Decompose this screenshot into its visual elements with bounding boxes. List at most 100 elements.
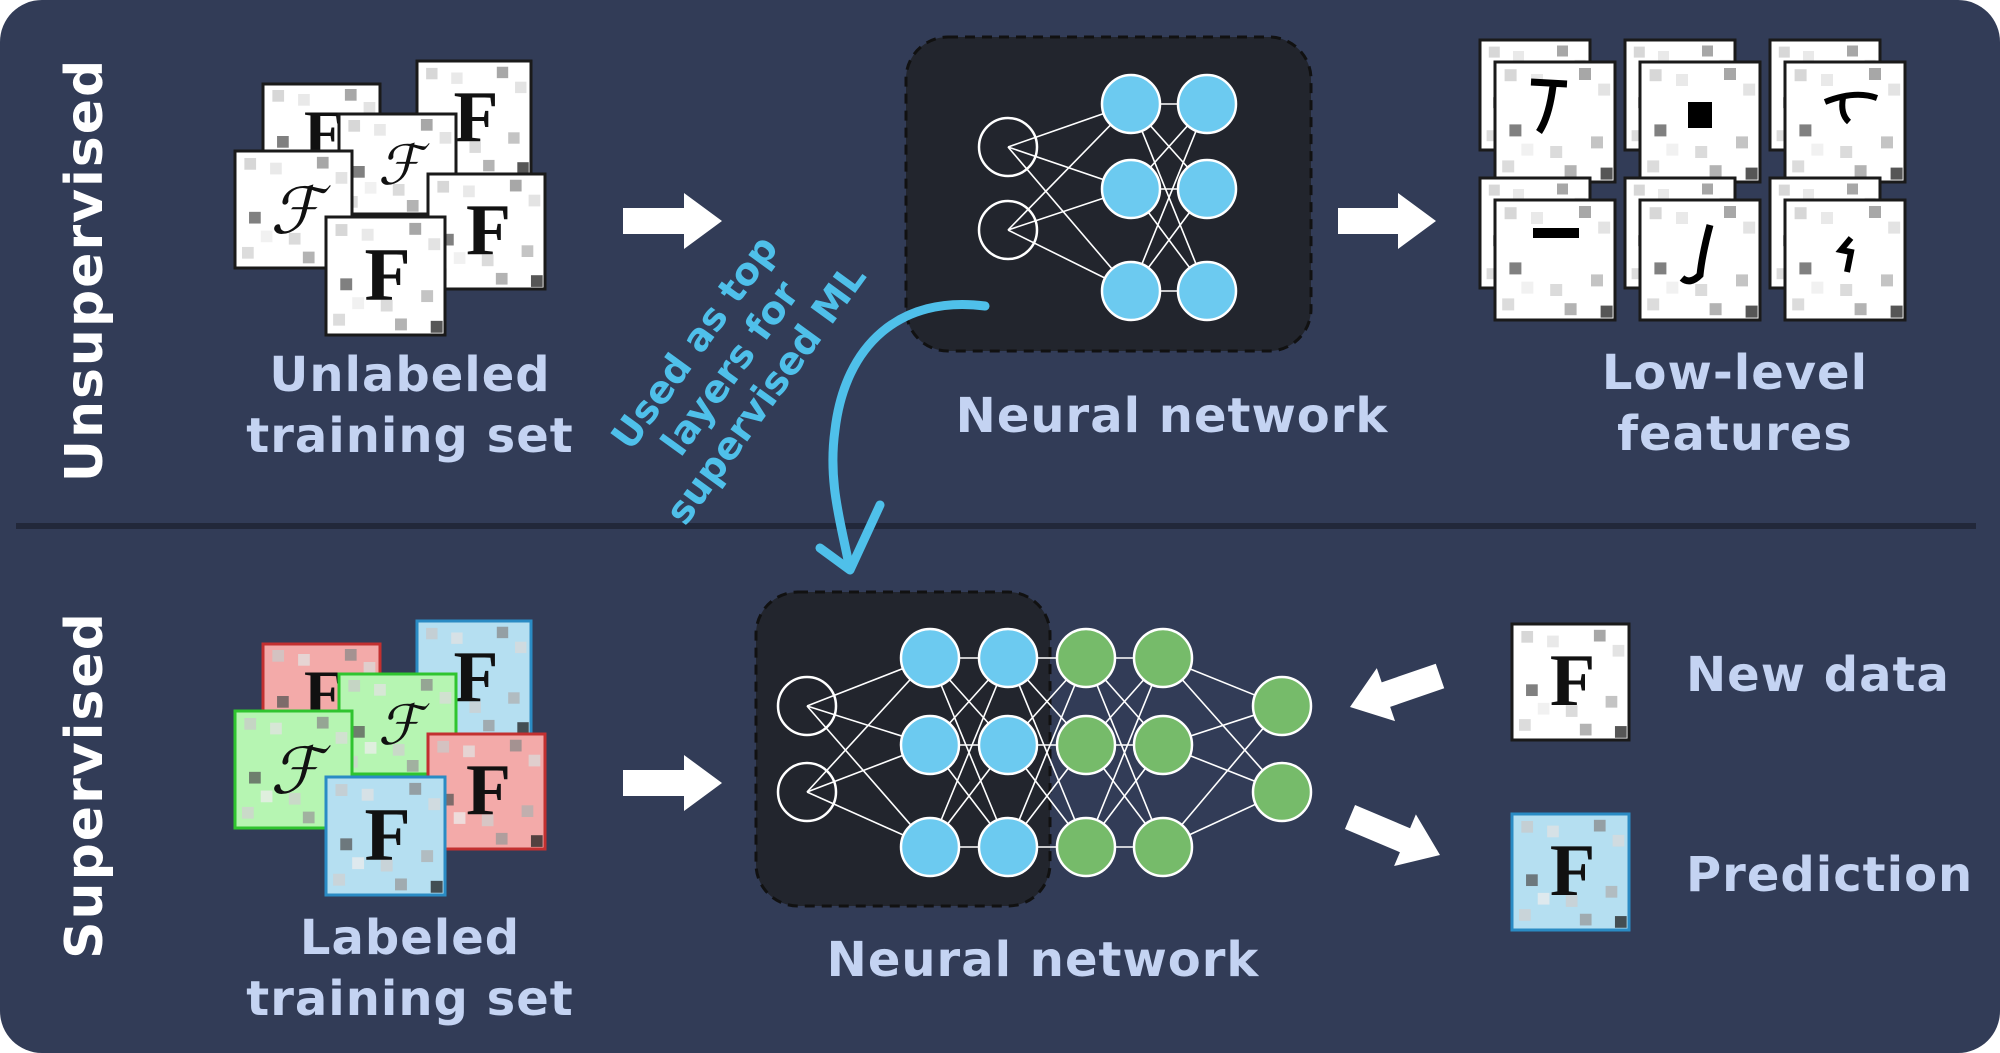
- tile-noise-pixel: [1557, 45, 1568, 57]
- tile-background: [1510, 622, 1631, 742]
- tile-noise-pixel: [1521, 281, 1534, 294]
- tile-noise-pixel: [451, 72, 463, 84]
- tile-noise-pixel: [481, 254, 494, 267]
- tile-noise-pixel: [1547, 635, 1559, 648]
- reuse-curved-arrow: [828, 300, 990, 565]
- section-divider: [16, 523, 1976, 529]
- tile-noise-pixel: [495, 272, 508, 285]
- network-node: [899, 627, 961, 689]
- tile-noise-pixel: [1654, 262, 1667, 275]
- tile-noise-pixel: [496, 626, 509, 639]
- tile-noise-pixel: [469, 141, 481, 153]
- tile-noise-pixel: [302, 251, 315, 264]
- tile-noise-pixel: [244, 158, 257, 170]
- tile-noise-pixel: [277, 696, 289, 708]
- tile-noise-pixel: [442, 233, 454, 246]
- tile-noise-pixel: [1840, 284, 1853, 296]
- tile-noise-pixel: [1792, 298, 1805, 311]
- caption-line: training set: [246, 971, 574, 1027]
- tile-noise-pixel: [509, 739, 522, 752]
- network-node: [1055, 627, 1117, 689]
- tile-background: [1510, 812, 1631, 932]
- tile-noise-pixel: [380, 859, 393, 872]
- feature-stroke: [1688, 102, 1712, 128]
- tile-noise-pixel: [1579, 723, 1592, 736]
- tile-glyph: F: [466, 749, 511, 831]
- arrow-shape: [623, 193, 722, 249]
- tile-noise-pixel: [277, 136, 289, 148]
- tile-noise-pixel: [374, 124, 386, 136]
- tile-background: [1493, 198, 1617, 322]
- tile-noise-pixel: [1854, 303, 1867, 316]
- tile-noise-pixel: [1550, 284, 1563, 296]
- tile-noise-pixel: [1649, 207, 1662, 220]
- tile-noise-pixel: [439, 132, 452, 144]
- tile-noise-pixel: [1803, 51, 1814, 62]
- tile-noise-pixel: [1666, 143, 1679, 156]
- tile-noise-pixel: [392, 744, 405, 756]
- tile-background: [426, 172, 547, 291]
- tile-noise-pixel: [1513, 189, 1524, 200]
- tile-noise-pixel: [453, 252, 466, 264]
- tile-noise-pixel: [1724, 68, 1736, 80]
- tile-noise-pixel: [1792, 160, 1805, 173]
- tile-noise-pixel: [1502, 298, 1515, 311]
- tile-noise-pixel: [288, 232, 301, 245]
- network-node: [977, 714, 1039, 776]
- tile-glyph: F: [364, 234, 410, 317]
- tile-noise-pixel: [272, 650, 285, 662]
- tile-noise-pixel: [1537, 702, 1550, 715]
- feature-tile: [1493, 198, 1617, 322]
- tile-noise-pixel: [528, 194, 541, 207]
- tile-noise-pixel: [1890, 167, 1903, 180]
- tile-glyph: F: [466, 189, 511, 271]
- tile-noise-pixel: [439, 692, 452, 704]
- new-data-tile: F: [1510, 622, 1631, 742]
- tile-noise-pixel: [1631, 130, 1643, 142]
- arrow-shape: [623, 755, 722, 811]
- tile-noise-pixel: [352, 857, 365, 870]
- tile-noise-pixel: [288, 792, 301, 805]
- tile-noise-pixel: [260, 230, 273, 243]
- network-node: [1251, 675, 1313, 737]
- prediction-tile: F: [1510, 812, 1631, 932]
- tile-noise-pixel: [333, 313, 346, 326]
- tile-glyph: F: [1550, 830, 1595, 912]
- network-edge: [1007, 657, 1087, 848]
- caption-line: Labeled: [299, 910, 521, 966]
- tile-noise-pixel: [1598, 83, 1611, 96]
- tile-noise-pixel: [1776, 268, 1788, 280]
- tile-noise-pixel: [1513, 51, 1524, 62]
- tile-background: [324, 775, 447, 897]
- feature-stroke: [1835, 236, 1855, 273]
- tile-noise-pixel: [353, 166, 365, 178]
- tile-noise-pixel: [1803, 189, 1814, 200]
- network-edge: [1162, 705, 1283, 848]
- caption-line: training set: [246, 408, 574, 464]
- tile-noise-pixel: [1743, 221, 1756, 234]
- tile-noise-pixel: [242, 806, 254, 819]
- tile-noise-pixel: [340, 278, 353, 291]
- tile-noise-pixel: [1564, 303, 1577, 316]
- training-tile: F: [324, 775, 447, 897]
- tile-noise-pixel: [1550, 146, 1563, 158]
- tile-noise-pixel: [353, 726, 365, 738]
- network-edge: [806, 705, 931, 848]
- tile-glyph: F: [454, 76, 499, 158]
- tile-noise-pixel: [528, 754, 541, 767]
- tile-noise-pixel: [1565, 895, 1578, 907]
- tile-noise-pixel: [1557, 183, 1568, 195]
- tile-noise-pixel: [1600, 167, 1613, 180]
- tile-noise-pixel: [244, 718, 257, 730]
- tile-noise-pixel: [1614, 726, 1627, 738]
- tile-noise-pixel: [420, 119, 433, 131]
- network-edge: [1130, 103, 1208, 292]
- tile-noise-pixel: [348, 680, 361, 692]
- tile-noise-pixel: [1519, 719, 1531, 731]
- tile-glyph: F: [1550, 640, 1595, 722]
- training-tile: F: [426, 732, 547, 851]
- neural-network-caption-bottom: Neural network: [826, 932, 1260, 988]
- tile-noise-pixel: [344, 89, 357, 101]
- tile-noise-pixel: [430, 880, 443, 893]
